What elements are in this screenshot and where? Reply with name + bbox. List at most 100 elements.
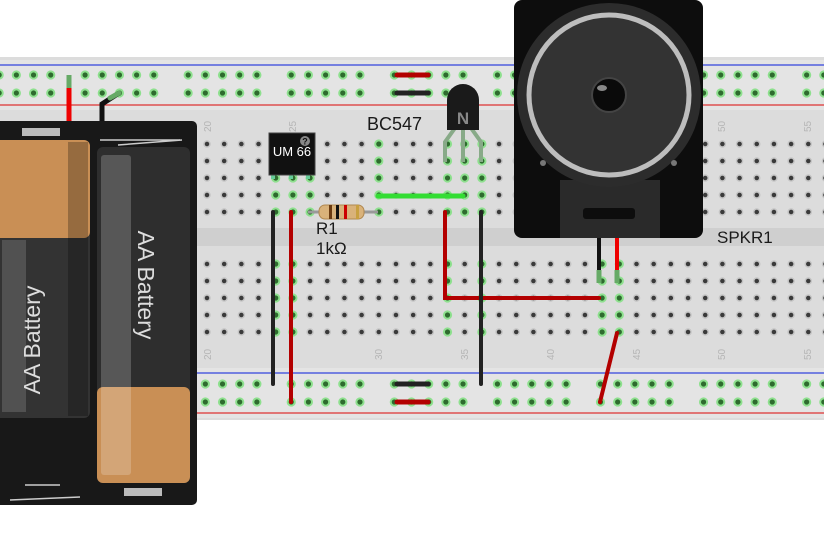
breadboard-hole[interactable] — [664, 397, 674, 407]
breadboard-hole[interactable] — [477, 190, 487, 200]
breadboard-hole[interactable] — [770, 140, 778, 148]
breadboard-hole[interactable] — [529, 277, 538, 285]
breadboard-hole[interactable] — [581, 260, 589, 268]
breadboard-hole[interactable] — [718, 140, 727, 148]
breadboard-hole[interactable] — [217, 379, 228, 389]
breadboard-hole[interactable] — [254, 174, 263, 182]
speaker-spkr1[interactable] — [514, 0, 703, 283]
breadboard-hole[interactable] — [684, 311, 692, 319]
breadboard-hole[interactable] — [426, 174, 435, 182]
breadboard-hole[interactable] — [323, 328, 332, 336]
breadboard-hole[interactable] — [735, 157, 744, 165]
breadboard-hole[interactable] — [753, 208, 761, 216]
breadboard-hole[interactable] — [375, 328, 383, 336]
breadboard-hole[interactable] — [286, 88, 296, 98]
breadboard-hole[interactable] — [392, 277, 400, 285]
breadboard-hole[interactable] — [767, 88, 777, 98]
breadboard-hole[interactable] — [632, 311, 641, 319]
breadboard-hole[interactable] — [735, 174, 744, 182]
breadboard-hole[interactable] — [392, 328, 400, 336]
breadboard-hole[interactable] — [357, 260, 366, 268]
breadboard-hole[interactable] — [426, 260, 435, 268]
breadboard-hole[interactable] — [546, 311, 555, 319]
breadboard-hole[interactable] — [733, 88, 743, 98]
breadboard-hole[interactable] — [237, 208, 246, 216]
breadboard-hole[interactable] — [220, 140, 228, 148]
breadboard-hole[interactable] — [492, 397, 502, 407]
breadboard-hole[interactable] — [753, 174, 761, 182]
breadboard-hole[interactable] — [819, 379, 824, 389]
breadboard-hole[interactable] — [701, 294, 709, 302]
breadboard-hole[interactable] — [804, 191, 813, 199]
breadboard-hole[interactable] — [375, 311, 383, 319]
breadboard-hole[interactable] — [442, 327, 453, 337]
breadboard-hole[interactable] — [237, 157, 246, 165]
breadboard-hole[interactable] — [632, 294, 641, 302]
breadboard-hole[interactable] — [375, 260, 383, 268]
breadboard-hole[interactable] — [458, 70, 468, 80]
breadboard-hole[interactable] — [770, 260, 778, 268]
breadboard-hole[interactable] — [544, 397, 554, 407]
breadboard-hole[interactable] — [303, 70, 314, 80]
breadboard-hole[interactable] — [802, 379, 812, 389]
breadboard-hole[interactable] — [288, 190, 298, 200]
breadboard-hole[interactable] — [581, 311, 589, 319]
breadboard-hole[interactable] — [409, 174, 417, 182]
breadboard-hole[interactable] — [321, 70, 331, 80]
breadboard-hole[interactable] — [235, 88, 245, 98]
breadboard-hole[interactable] — [237, 140, 246, 148]
breadboard-hole[interactable] — [357, 311, 366, 319]
breadboard-hole[interactable] — [237, 328, 246, 336]
breadboard-hole[interactable] — [770, 191, 778, 199]
breadboard-hole[interactable] — [753, 277, 761, 285]
breadboard-hole[interactable] — [200, 70, 210, 80]
breadboard-hole[interactable] — [804, 311, 813, 319]
breadboard-hole[interactable] — [787, 191, 795, 199]
breadboard-hole[interactable] — [441, 379, 451, 389]
breadboard-hole[interactable] — [495, 140, 503, 148]
breadboard-hole[interactable] — [183, 70, 193, 80]
breadboard-hole[interactable] — [735, 208, 744, 216]
breadboard-hole[interactable] — [649, 277, 658, 285]
breadboard-hole[interactable] — [254, 157, 263, 165]
breadboard-hole[interactable] — [718, 260, 727, 268]
battery-holder[interactable]: AA Battery AA Battery — [0, 75, 197, 505]
wire-red-collector-speaker[interactable] — [443, 210, 601, 300]
breadboard-hole[interactable] — [321, 397, 331, 407]
breadboard-hole[interactable] — [770, 328, 778, 336]
breadboard-hole[interactable] — [667, 328, 675, 336]
breadboard-hole[interactable] — [804, 174, 813, 182]
breadboard-hole[interactable] — [203, 260, 211, 268]
breadboard-hole[interactable] — [237, 174, 246, 182]
breadboard-hole[interactable] — [735, 277, 744, 285]
breadboard-hole[interactable] — [561, 379, 571, 389]
breadboard-hole[interactable] — [323, 174, 332, 182]
breadboard-hole[interactable] — [787, 157, 795, 165]
wire-red-speaker-power[interactable] — [598, 331, 619, 404]
breadboard-hole[interactable] — [306, 260, 314, 268]
breadboard-hole[interactable] — [649, 311, 658, 319]
breadboard-hole[interactable] — [753, 260, 761, 268]
breadboard-hole[interactable] — [767, 397, 777, 407]
breadboard-hole[interactable] — [203, 294, 211, 302]
breadboard-hole[interactable] — [787, 277, 795, 285]
breadboard-hole[interactable] — [770, 311, 778, 319]
breadboard-hole[interactable] — [321, 88, 331, 98]
breadboard-hole[interactable] — [374, 173, 384, 183]
breadboard-hole[interactable] — [235, 379, 245, 389]
breadboard-hole[interactable] — [632, 328, 641, 336]
breadboard-hole[interactable] — [235, 397, 245, 407]
breadboard-hole[interactable] — [203, 311, 211, 319]
breadboard-hole[interactable] — [306, 328, 314, 336]
breadboard-hole[interactable] — [183, 88, 193, 98]
breadboard-hole[interactable] — [375, 294, 383, 302]
breadboard-hole[interactable] — [458, 379, 468, 389]
breadboard-hole[interactable] — [613, 397, 623, 407]
breadboard-hole[interactable] — [701, 174, 709, 182]
breadboard-hole[interactable] — [597, 327, 607, 337]
breadboard-hole[interactable] — [750, 379, 760, 389]
um66-ic[interactable]: ? UM 66 — [268, 132, 316, 179]
breadboard-hole[interactable] — [460, 173, 470, 183]
breadboard-hole[interactable] — [787, 208, 795, 216]
breadboard-hole[interactable] — [220, 157, 228, 165]
